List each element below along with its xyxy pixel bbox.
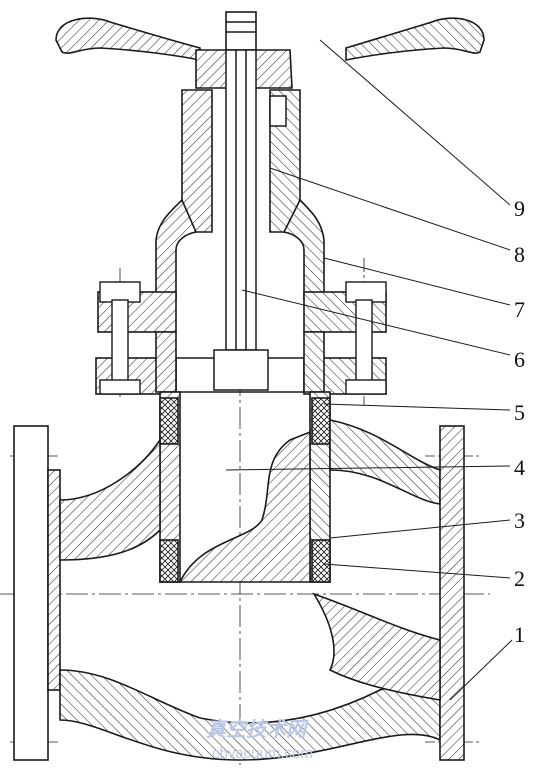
watermark: 真空技术网 chvacuum.com: [206, 717, 313, 762]
callout-9: 9: [514, 196, 525, 221]
leader-9: [319, 39, 511, 206]
callout-2: 2: [514, 566, 525, 591]
leader-4: [225, 465, 511, 471]
leader-1: [449, 639, 513, 701]
watermark-url: chvacuum.com: [212, 745, 313, 762]
watermark-site-name: 真空技术网: [206, 717, 309, 741]
leader-5: [323, 403, 511, 411]
leader-3: [329, 519, 511, 539]
callout-1: 1: [514, 622, 525, 647]
leader-6: [241, 289, 511, 356]
callout-6: 6: [514, 347, 525, 372]
leader-8: [269, 167, 511, 251]
callout-8: 8: [514, 242, 525, 267]
callout-7: 7: [514, 297, 525, 322]
callout-4: 4: [514, 455, 525, 480]
valve-body: [13, 419, 465, 761]
bolts: [99, 281, 387, 395]
stem: [213, 49, 287, 391]
leader-7: [323, 257, 511, 306]
callout-5: 5: [514, 400, 525, 425]
disc: [159, 391, 331, 583]
callouts: 9 8 7 6 5 4 3 2 1: [225, 39, 525, 701]
handwheel: [55, 11, 485, 89]
leader-2: [323, 563, 511, 579]
callout-3: 3: [514, 508, 525, 533]
